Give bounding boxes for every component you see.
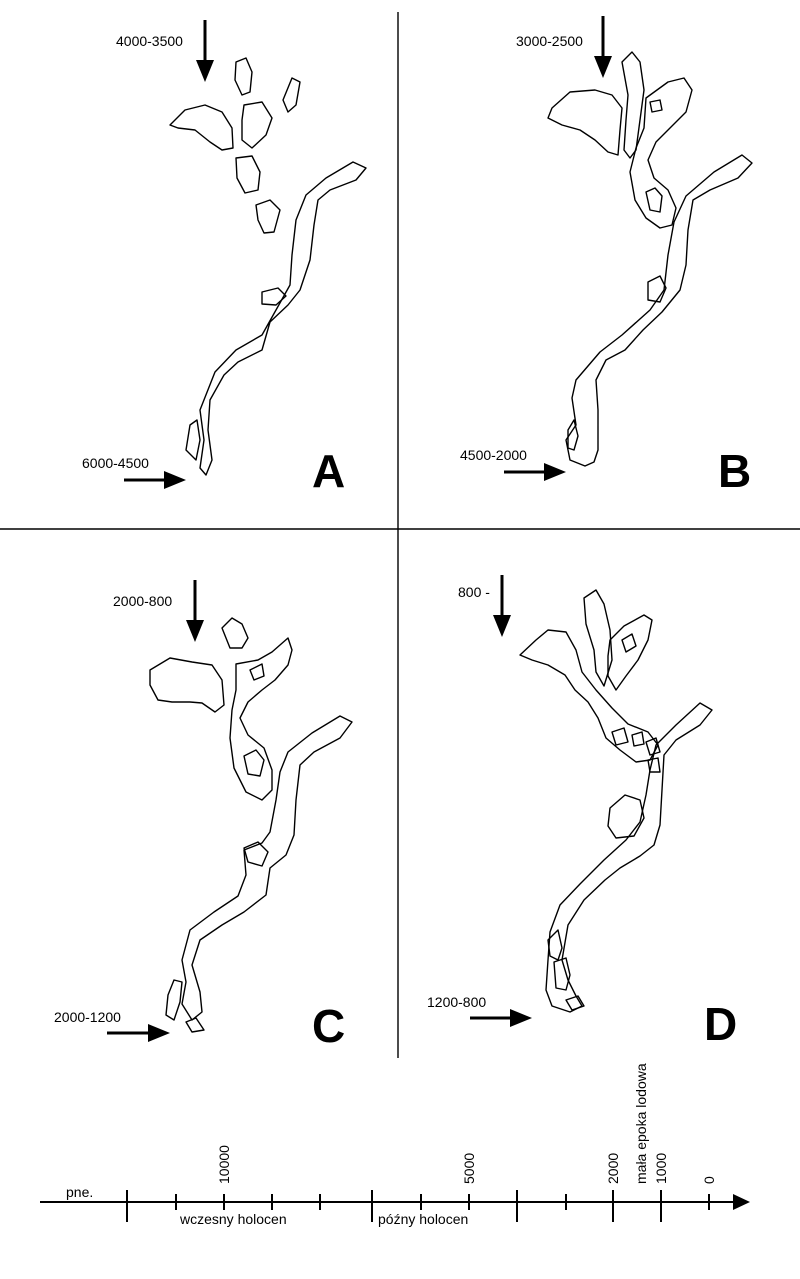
lake-outline-d-7 <box>645 737 661 756</box>
range-d-bottom: 1200-800 <box>427 994 486 1010</box>
timeline-tick-label: 1000 <box>653 1153 669 1184</box>
lake-outline-a-4 <box>282 77 301 113</box>
panel-letter-c: C <box>312 1000 345 1052</box>
arrow-b-top <box>594 16 612 78</box>
lake-outline-b-2 <box>621 51 645 159</box>
lake-outline-c-1 <box>149 657 225 713</box>
little-ice-age-label: mała epoka lodowa <box>633 1063 649 1184</box>
lake-outline-c-main <box>181 715 353 1021</box>
lake-outline-c-8 <box>185 1017 205 1033</box>
arrow-b-bottom <box>504 463 566 481</box>
timeline-tick-label: 10000 <box>216 1145 232 1184</box>
lake-outline-d-10 <box>547 929 563 961</box>
panel-a: 4000-3500 6000-4500 A <box>82 20 367 497</box>
lake-outline-d-11 <box>553 957 571 991</box>
panel-c: 2000-800 2000-1200 C <box>54 580 353 1052</box>
lake-outline-b-1 <box>547 89 623 156</box>
lake-outline-b-6 <box>647 275 667 303</box>
timeline-tick-label: 0 <box>701 1176 717 1184</box>
timeline-tick-label: 2000 <box>605 1153 621 1184</box>
lake-outline-d-1 <box>519 629 659 763</box>
lake-outline-d-12 <box>565 995 585 1011</box>
lake-outline-a-main <box>199 161 367 476</box>
lake-outline-c-6 <box>243 841 269 867</box>
range-a-bottom: 6000-4500 <box>82 455 149 471</box>
panel-b: 3000-2500 4500-2000 B <box>460 16 753 497</box>
lake-outline-d-main <box>545 702 713 1013</box>
lake-outline-b-4 <box>649 99 663 113</box>
range-d-top: 800 - <box>458 584 490 600</box>
holocene-timeline: pne. 10000 5000 2000 1000 0 mała epoka l… <box>40 1063 750 1227</box>
lake-outline-d-9 <box>607 794 645 839</box>
range-b-top: 3000-2500 <box>516 33 583 49</box>
panel-d: 800 - 1200-800 D <box>427 575 737 1050</box>
lake-outline-d-3 <box>607 614 653 691</box>
lake-outline-a-5 <box>235 155 261 194</box>
lake-outline-b-main <box>565 154 753 467</box>
range-c-bottom: 2000-1200 <box>54 1009 121 1025</box>
panel-letter-a: A <box>312 445 345 497</box>
arrow-a-top <box>196 20 214 82</box>
arrow-d-bottom <box>470 1009 532 1027</box>
period-late-holocene: późny holocen <box>378 1211 468 1227</box>
lake-outline-a-7 <box>261 287 287 306</box>
lake-outline-d-8 <box>647 757 661 773</box>
range-a-top: 4000-3500 <box>116 33 183 49</box>
lake-outline-a-1 <box>169 104 234 151</box>
period-early-holocene: wczesny holocen <box>179 1211 287 1227</box>
timeline-label-pne: pne. <box>66 1184 93 1200</box>
arrow-c-bottom <box>107 1024 170 1042</box>
timeline-tick-label: 5000 <box>461 1153 477 1184</box>
lake-outline-a-8 <box>185 419 201 461</box>
lake-outline-d-6 <box>631 731 645 747</box>
lake-outline-d-4 <box>621 633 637 653</box>
panel-letter-b: B <box>718 445 751 497</box>
lake-outline-a-2 <box>241 101 273 149</box>
range-c-top: 2000-800 <box>113 593 172 609</box>
lake-outline-c-3 <box>221 617 249 649</box>
lake-outline-c-5 <box>243 749 265 777</box>
timeline-arrowhead <box>733 1194 750 1210</box>
arrow-a-bottom <box>124 471 186 489</box>
arrow-c-top <box>186 580 204 642</box>
range-b-bottom: 4500-2000 <box>460 447 527 463</box>
arrow-d-top <box>493 575 511 637</box>
lake-outline-c-2 <box>229 637 293 801</box>
lake-outline-b-3 <box>629 77 693 229</box>
panel-letter-d: D <box>704 998 737 1050</box>
lake-outline-b-5 <box>645 187 663 213</box>
lake-outline-c-4 <box>249 663 265 681</box>
lake-outline-a-6 <box>255 199 281 234</box>
lake-outline-d-5 <box>611 727 629 746</box>
lake-outline-a-3 <box>234 57 253 96</box>
lake-outline-c-7 <box>165 979 183 1021</box>
lake-outline-b-7 <box>567 419 579 451</box>
